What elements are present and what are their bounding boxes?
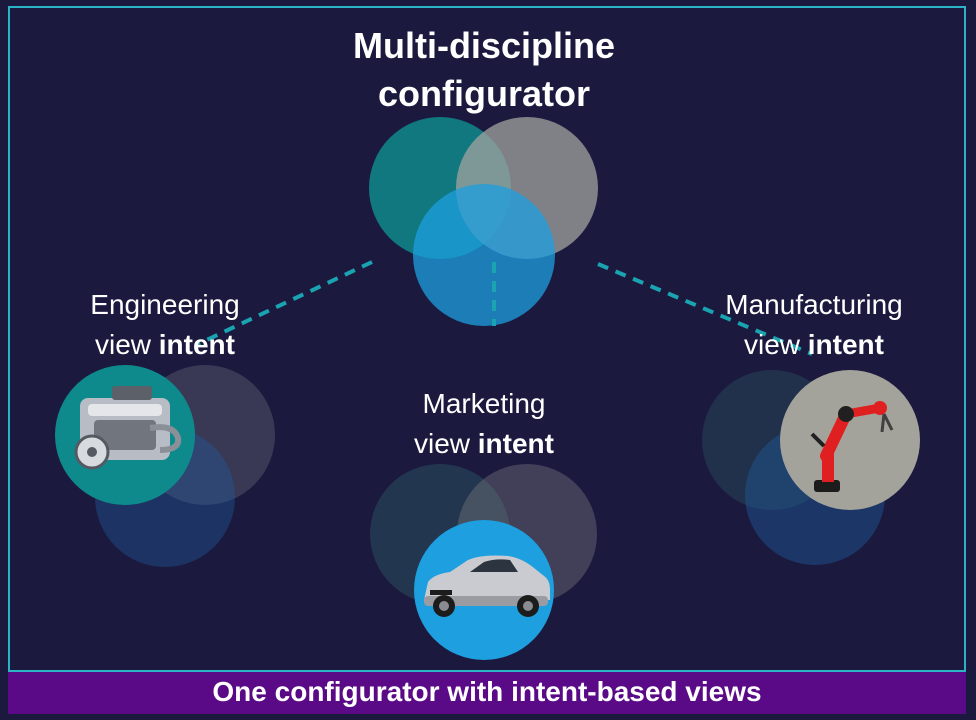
page-title: Multi-discipline configurator (300, 22, 668, 118)
marketing-label-intent: intent (477, 428, 554, 459)
marketing-label-line-1: Marketing (422, 388, 546, 419)
robot-arm-image (810, 401, 894, 492)
marketing-label-view: view (413, 428, 478, 459)
connector-engineering (195, 260, 373, 347)
marketing-view-label: Marketing view intent (384, 384, 584, 464)
engineering-venn (55, 365, 275, 567)
manufacturing-circle-gray (780, 370, 920, 510)
connector-manufacturing (597, 262, 813, 356)
venn-circle-blue (413, 184, 555, 326)
manufacturing-label-line-2: view intent (700, 325, 928, 365)
connectors (195, 260, 813, 356)
manufacturing-label-view: view (743, 329, 808, 360)
manufacturing-label-line-1: Manufacturing (725, 289, 903, 320)
engine-image (74, 386, 182, 470)
title-line-1: Multi-discipline (352, 25, 615, 66)
engineering-label-line-1: Engineering (90, 289, 240, 320)
manufacturing-label-intent: intent (807, 329, 884, 360)
marketing-venn (370, 464, 597, 660)
car-image (424, 555, 550, 617)
manufacturing-venn (702, 370, 920, 565)
marketing-label-line-2: view intent (384, 424, 584, 464)
engineering-label-line-2: view intent (60, 325, 270, 365)
engineering-view-label: Engineering view intent (60, 285, 270, 365)
manufacturing-view-label: Manufacturing view intent (700, 285, 928, 365)
configurator-venn (369, 117, 598, 326)
engineering-label-view: view (94, 329, 159, 360)
title-line-2: configurator (378, 73, 590, 114)
footer-banner: One configurator with intent-based views (8, 670, 966, 714)
engineering-label-intent: intent (158, 329, 235, 360)
